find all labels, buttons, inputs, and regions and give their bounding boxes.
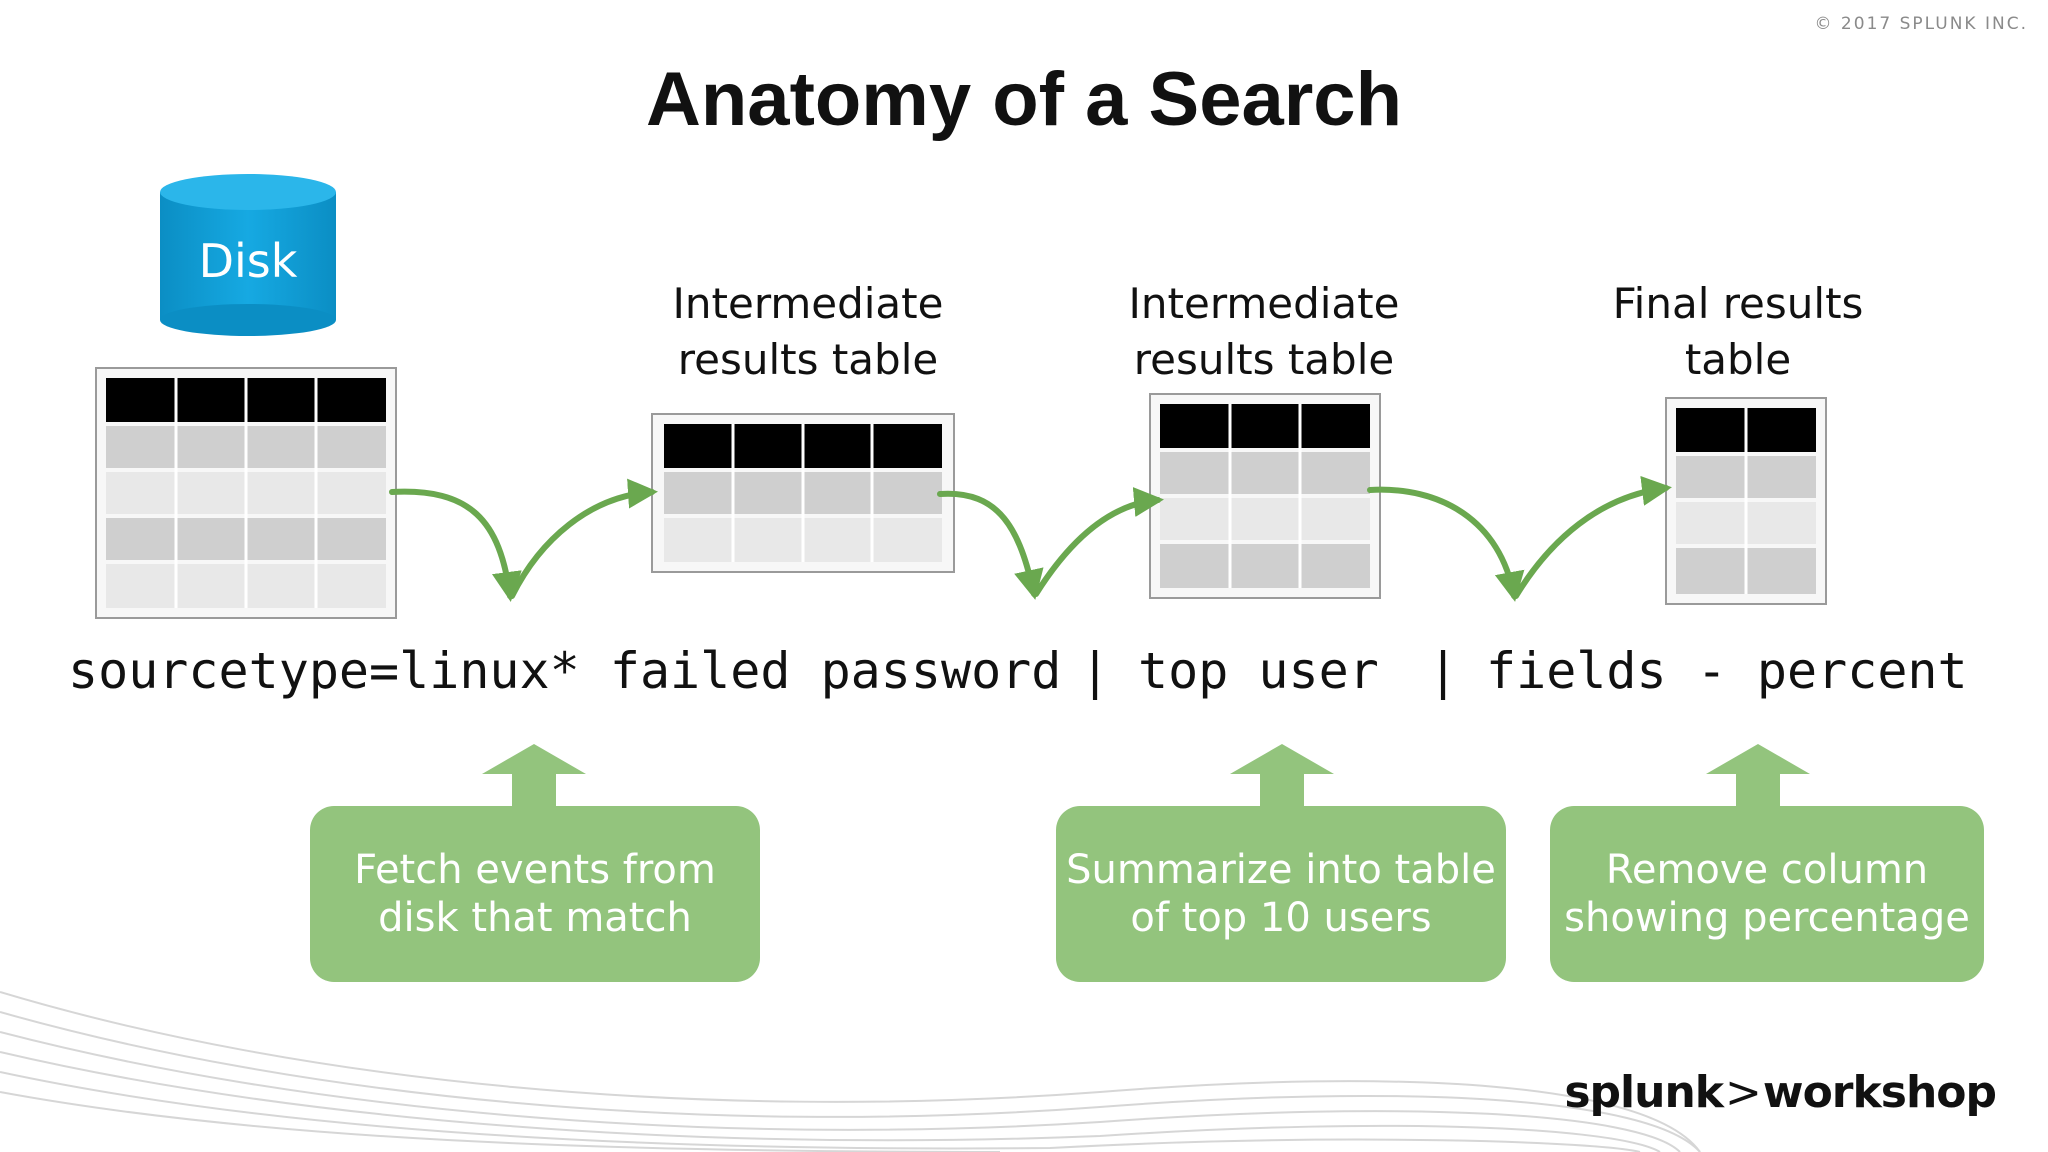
log-text-decoration bbox=[0, 991, 1701, 1152]
disk-label: Disk bbox=[198, 234, 298, 288]
search-part-2: top user bbox=[1138, 642, 1379, 700]
arrow-second-to-table2 bbox=[1033, 487, 1164, 597]
arrow-table2-to-third bbox=[1367, 486, 1525, 602]
intermediate-table-1-icon bbox=[651, 413, 955, 573]
arrow-third-to-table3 bbox=[1513, 476, 1672, 599]
copyright-notice: © 2017 SPLUNK INC. bbox=[1814, 14, 2028, 34]
source-table-icon bbox=[95, 367, 397, 619]
slide-title: Anatomy of a Search bbox=[646, 57, 1402, 142]
search-part-1: sourcetype=linux* failed password bbox=[68, 642, 1062, 700]
search-part-3: fields - percent bbox=[1486, 642, 1968, 700]
callout-summarize: Summarize into table of top 10 users bbox=[1056, 806, 1506, 982]
up-arrow-1 bbox=[482, 744, 586, 806]
arrow-disk-to-first bbox=[389, 488, 522, 602]
intermediate-table-2-icon bbox=[1149, 393, 1381, 599]
arrow-first-to-table1 bbox=[509, 478, 658, 599]
up-arrow-3 bbox=[1706, 744, 1810, 806]
table-label-intermediate-2: Intermediate results table bbox=[1128, 279, 1400, 384]
search-pipe-1: | bbox=[1080, 642, 1111, 700]
arrow-table1-to-second bbox=[937, 490, 1044, 600]
final-table-icon bbox=[1665, 397, 1827, 605]
table-label-intermediate-1: Intermediate results table bbox=[672, 279, 944, 384]
callout-remove-column: Remove column showing percentage bbox=[1550, 806, 1984, 982]
search-pipe-2: | bbox=[1428, 642, 1459, 700]
callout-fetch-events: Fetch events from disk that match bbox=[310, 806, 760, 982]
splunk-workshop-logo: splunk>workshop bbox=[1564, 1067, 1997, 1118]
up-arrow-2 bbox=[1230, 744, 1334, 806]
disk-icon bbox=[160, 174, 336, 336]
table-label-final: Final results table bbox=[1612, 279, 1864, 384]
